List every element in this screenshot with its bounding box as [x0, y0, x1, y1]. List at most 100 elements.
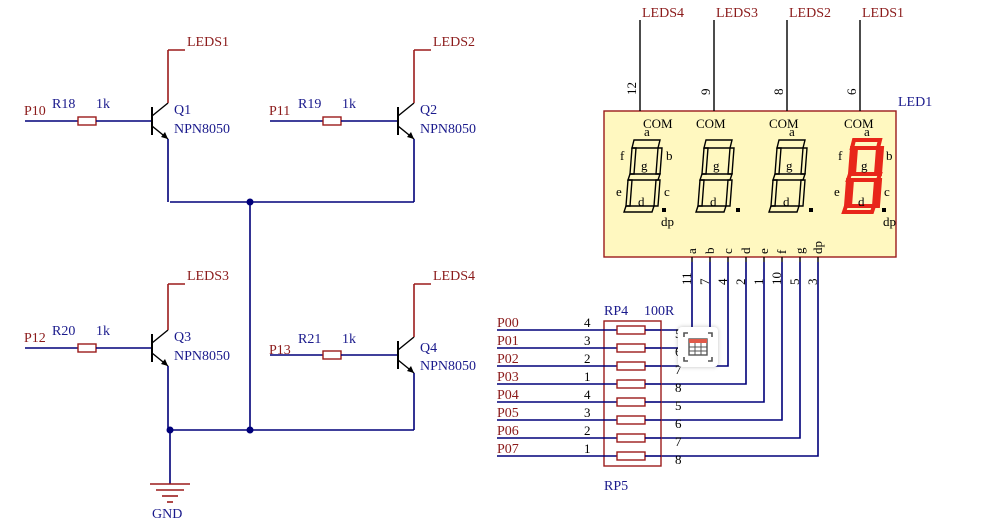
rp-resistor — [616, 415, 646, 425]
display-designator: LED1 — [898, 95, 932, 110]
segment-pin-name: d — [738, 247, 753, 254]
segment-pin-name: a — [684, 248, 699, 254]
segment-pin-number: 7 — [697, 278, 712, 285]
port-label: P05 — [497, 406, 519, 421]
rp-outline — [603, 320, 662, 467]
com-label: COM — [769, 116, 799, 131]
port-label: P04 — [497, 388, 519, 403]
transistor-model: NPN8050 — [174, 122, 230, 137]
resistor-label: R19 — [298, 97, 321, 112]
port-label: P07 — [497, 442, 519, 457]
port-label: P01 — [497, 334, 519, 349]
transistor-q1: P10 R18 1k Q1 NPN8050 LEDS1 — [24, 35, 230, 202]
table-icon[interactable] — [678, 327, 718, 367]
segment-pin-name: g — [792, 247, 807, 254]
segment-label: f — [620, 148, 625, 163]
port-label: P03 — [497, 370, 519, 385]
segment-label: a — [644, 124, 650, 139]
transistor-q3: P12 R20 1k Q3 NPN8050 LEDS3 — [24, 269, 230, 430]
resistor-packs: RP4 100R RP5 P0045P0136P0227P0318P0445P0… — [497, 304, 682, 494]
segment-label: b — [886, 148, 893, 163]
port-label: P06 — [497, 424, 519, 439]
segment-label: d — [638, 194, 645, 209]
segment-pin-number: 5 — [787, 279, 802, 286]
segment-pin-number: 4 — [715, 278, 730, 285]
segment-wire — [661, 262, 801, 439]
segment-label: d — [858, 194, 865, 209]
collector-net: LEDS4 — [433, 269, 475, 284]
transistor-name: Q3 — [174, 330, 191, 345]
segment-label: dp — [661, 214, 674, 229]
segment-label: d — [783, 194, 790, 209]
digit: COM a b c d e f g dp — [616, 116, 674, 229]
segment-label: d — [710, 194, 717, 209]
segment-wire — [661, 262, 819, 457]
transistor-q2: P11 R19 1k Q2 NPN8050 LEDS2 — [269, 35, 476, 202]
segment-label: f — [838, 148, 843, 163]
port-label: P12 — [24, 331, 46, 346]
common-pin: 6 — [844, 88, 859, 95]
segment-wire — [661, 262, 747, 385]
resistor-label: R20 — [52, 324, 75, 339]
ground-label: GND — [152, 507, 182, 522]
resistor-value: 1k — [96, 97, 110, 112]
transistor-model: NPN8050 — [174, 349, 230, 364]
resistor-value: 1k — [342, 97, 356, 112]
segment-label: g — [713, 158, 720, 173]
common-net: LEDS1 — [862, 6, 904, 21]
resistor-value: 1k — [96, 324, 110, 339]
transistor-model: NPN8050 — [420, 122, 476, 137]
port-label: P13 — [269, 343, 291, 358]
rp-pin-right: 8 — [675, 452, 682, 467]
transistor-name: Q2 — [420, 103, 437, 118]
rp-resistor — [616, 433, 646, 443]
com-label: COM — [844, 116, 874, 131]
rp-pin-right: 5 — [675, 398, 682, 413]
com-label: COM — [696, 116, 726, 131]
segment-wire — [661, 262, 783, 421]
common-pin: 9 — [698, 89, 713, 96]
rp4-label: RP4 — [604, 304, 628, 319]
segment-pin-number: 10 — [769, 272, 784, 285]
segment-label: b — [666, 148, 673, 163]
rp-resistor — [616, 325, 646, 335]
rp-pin-right: 7 — [675, 362, 682, 377]
segment-label: dp — [883, 214, 896, 229]
transistor-name: Q1 — [174, 103, 191, 118]
rp-pin-left: 3 — [584, 333, 591, 348]
digit-highlighted: COM a b c d e f g dp — [834, 116, 896, 229]
segment-pin-number: 3 — [805, 279, 820, 286]
segment-wire — [661, 262, 765, 403]
segment-pin-name: e — [756, 248, 771, 254]
segment-pin-name: f — [774, 249, 789, 254]
rp-pin-right: 7 — [675, 434, 682, 449]
transistor-name: Q4 — [420, 341, 437, 356]
resistor-value: 1k — [342, 332, 356, 347]
rp-resistor — [616, 343, 646, 353]
rp5-label: RP5 — [604, 479, 628, 494]
com-label: COM — [643, 116, 673, 131]
rp-pin-left: 4 — [584, 387, 591, 402]
rp-row: P0136 — [497, 333, 682, 359]
rp-row: P06 2 7 — [497, 423, 682, 449]
rp-pin-left: 4 — [584, 315, 591, 330]
segment-pin-name: b — [702, 248, 717, 255]
segment-pin-name: dp — [810, 241, 825, 254]
rp-resistor — [616, 379, 646, 389]
ground-symbol: GND — [150, 483, 190, 522]
rp-pin-left: 2 — [584, 423, 591, 438]
table-icon-glyph — [683, 332, 713, 362]
collector-net: LEDS3 — [187, 269, 229, 284]
rp-resistor — [616, 361, 646, 371]
segment-label: c — [664, 184, 670, 199]
rp-resistor — [616, 397, 646, 407]
transistor-model: NPN8050 — [420, 359, 476, 374]
segment-label: c — [884, 184, 890, 199]
transistor-q4: P13 R21 1k Q4 NPN8050 LEDS4 — [269, 269, 476, 430]
segment-label: g — [861, 158, 868, 173]
segment-pin-name: c — [720, 248, 735, 254]
